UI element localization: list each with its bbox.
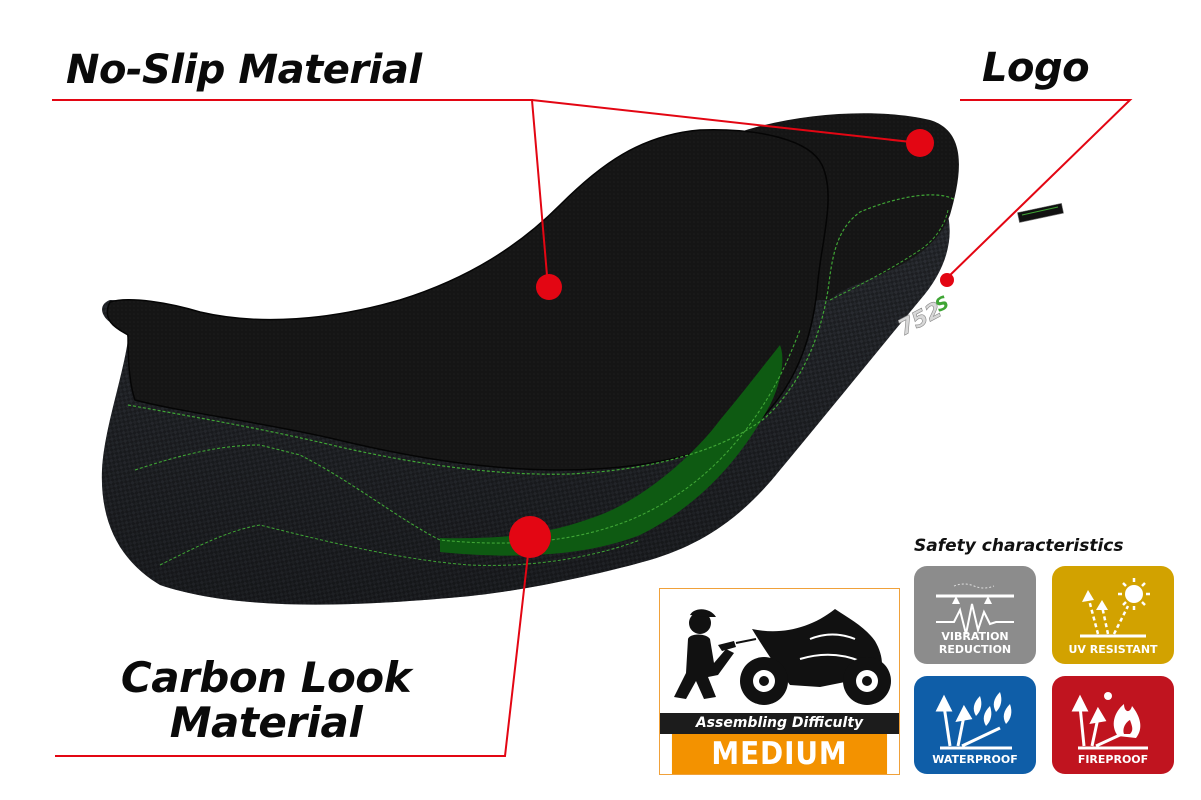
safety-characteristics-title: Safety characteristics xyxy=(914,536,1124,556)
badge-fireproof: FIREPROOF xyxy=(1052,676,1174,774)
difficulty-title: Assembling Difficulty xyxy=(660,713,899,734)
marker-no-slip-front xyxy=(536,274,562,300)
flame-icon xyxy=(1071,692,1148,750)
assembling-difficulty-card: Assembling Difficulty MEDIUM xyxy=(659,588,900,775)
mechanic-motorcycle-icon xyxy=(674,609,891,705)
marker-no-slip-rear xyxy=(906,129,934,157)
marker-carbon xyxy=(509,516,551,558)
passenger-seat xyxy=(740,113,959,300)
callout-logo: Logo xyxy=(982,45,1090,91)
carbon-callout-line xyxy=(55,536,531,757)
vibration-icon xyxy=(936,583,1014,635)
marker-logo xyxy=(940,273,954,287)
badge-waterproof: WATERPROOF xyxy=(914,676,1036,774)
callout-carbon-look-material: Carbon Look Material xyxy=(86,655,446,745)
callout-no-slip-material: No-Slip Material xyxy=(66,47,422,93)
rider-seat-surface xyxy=(106,129,829,471)
logo-callout-line xyxy=(944,99,1133,281)
badge-uv-resistant: UV RESISTANT xyxy=(1052,566,1174,664)
water-drops-icon xyxy=(935,692,1012,750)
green-insert xyxy=(440,345,783,556)
callout-carbon-line2: Material xyxy=(169,698,363,747)
difficulty-level: MEDIUM xyxy=(671,734,888,774)
badge-vibration-reduction: VIBRATION REDUCTION xyxy=(914,566,1036,664)
callout-carbon-line1: Carbon Look xyxy=(120,653,412,702)
no-slip-callout-line xyxy=(52,99,549,288)
sun-uv-icon xyxy=(1080,578,1150,638)
